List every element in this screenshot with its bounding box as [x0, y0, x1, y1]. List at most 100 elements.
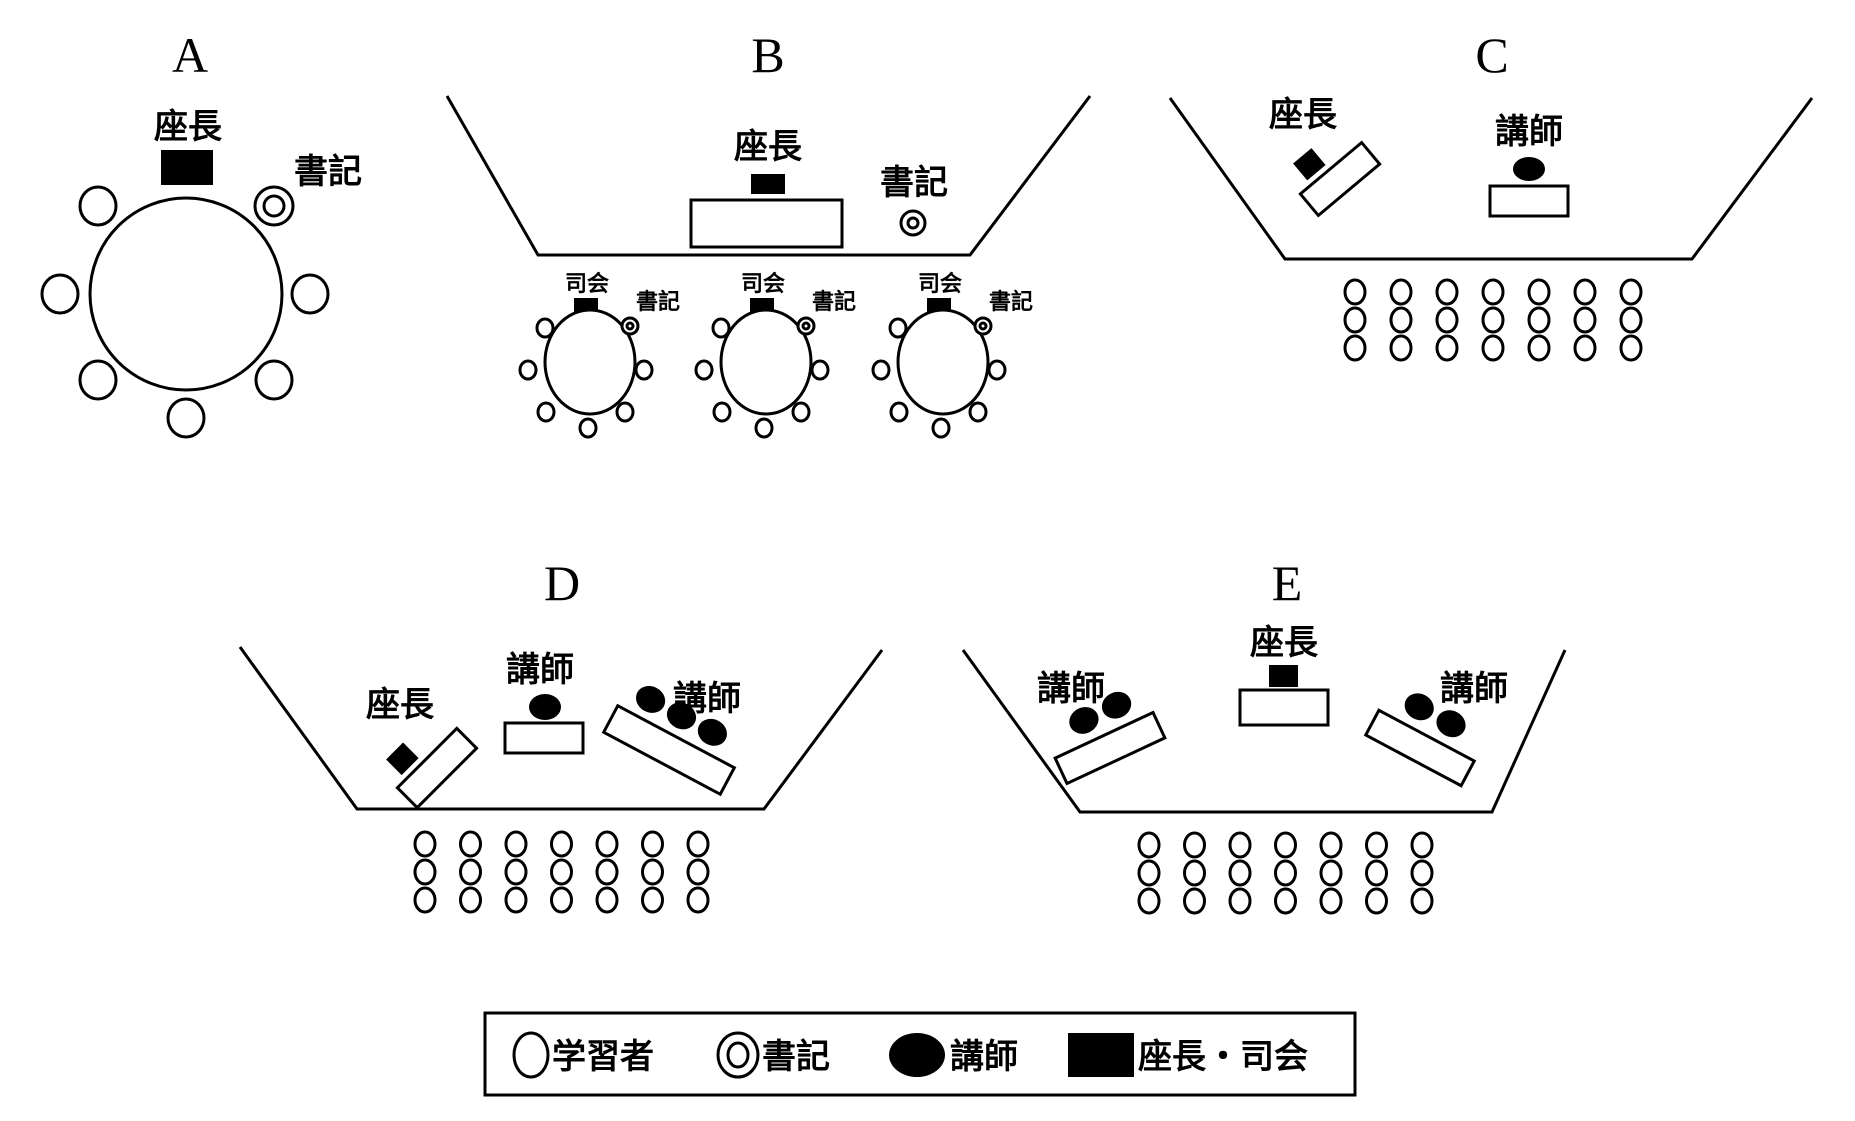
secretary-seat-inner — [262, 194, 286, 218]
right-panel-desk-group — [1363, 693, 1477, 788]
learner-seat — [968, 401, 988, 423]
learner-seat — [1435, 306, 1459, 334]
learner-seat — [1527, 334, 1551, 362]
secretary-seat-inner — [978, 321, 988, 331]
learner-seat — [504, 830, 528, 858]
stage-outline — [238, 646, 884, 811]
learner-seat — [987, 359, 1007, 381]
learner-seat — [459, 830, 482, 858]
learner-seat — [1183, 859, 1206, 887]
lecturer-center-label: 講師 — [506, 650, 574, 690]
learner-seat — [931, 417, 951, 439]
learner-seat — [615, 401, 635, 423]
secretary-label: 書記 — [880, 163, 948, 203]
learner-seat — [1573, 334, 1597, 362]
learner-seat — [888, 317, 908, 339]
legend-chair-label: 座長・司会 — [1138, 1037, 1308, 1077]
learner-seat — [1183, 887, 1206, 915]
learner-seat — [810, 359, 830, 381]
lecturer-marker — [1513, 157, 1545, 181]
learner-symbol-icon — [512, 1031, 550, 1079]
learner-seat — [166, 397, 206, 439]
learner-seat — [578, 417, 598, 439]
learner-seat — [535, 317, 555, 339]
learner-seat — [290, 273, 330, 315]
learner-seat — [641, 886, 664, 914]
round-table — [719, 308, 813, 416]
learner-seat — [686, 830, 710, 858]
learner-seat — [78, 185, 118, 227]
panel-a-label: A — [172, 27, 208, 83]
panel-c: C 座長 講師 — [1168, 27, 1814, 362]
learner-seat — [1435, 278, 1459, 306]
learner-seat — [634, 359, 654, 381]
learner-seat — [686, 886, 710, 914]
panel-d: D 座長 講師 講師 — [238, 555, 884, 914]
learner-seat — [550, 886, 573, 914]
chair-desk — [1238, 688, 1330, 727]
learner-seat — [1319, 831, 1343, 859]
learner-seat — [595, 830, 619, 858]
learner-seat — [754, 417, 774, 439]
learner-seat — [1410, 859, 1434, 887]
panel-a: A 座長 書記 — [40, 27, 362, 439]
chair-marker — [386, 742, 419, 776]
lecturer-symbol-icon — [889, 1033, 945, 1077]
secretary-symbol-inner-icon — [726, 1041, 750, 1069]
audience-seats — [413, 830, 710, 914]
learner-seat — [40, 273, 80, 315]
learner-seat — [1319, 887, 1343, 915]
audience-seats — [1137, 831, 1434, 915]
lecturer-desk — [503, 721, 585, 755]
secretary-seat-inner — [801, 321, 811, 331]
learner-seat — [1410, 887, 1434, 915]
learner-seat — [1343, 306, 1367, 334]
lecturer-marker — [1404, 693, 1434, 721]
learner-seat — [254, 359, 294, 401]
learner-seat — [1274, 859, 1297, 887]
secretary-seat-inner — [625, 321, 635, 331]
learner-seat — [536, 401, 556, 423]
learner-seat — [1435, 334, 1459, 362]
learner-seat — [1481, 334, 1505, 362]
learner-seat — [1274, 887, 1297, 915]
learner-seat — [459, 886, 482, 914]
lecturer-right-label: 講師 — [1440, 669, 1508, 709]
learner-seat — [78, 359, 118, 401]
chair-marker — [751, 174, 785, 194]
panel-e: E 座長 講師 講師 — [961, 555, 1567, 915]
learner-seat — [1274, 831, 1297, 859]
learner-seat — [871, 359, 891, 381]
learner-seat — [413, 830, 437, 858]
lecturer-left-label: 講師 — [1037, 669, 1105, 709]
chair-label: 座長 — [1250, 623, 1319, 663]
moderator-label: 司会 — [741, 271, 785, 297]
learner-seat — [1319, 859, 1343, 887]
learner-seat — [518, 359, 538, 381]
learner-seat — [1343, 278, 1367, 306]
chair-marker — [1293, 148, 1326, 181]
legend-learner-label: 学習者 — [552, 1037, 654, 1077]
chair-marker — [1269, 665, 1298, 687]
learner-seat — [1343, 334, 1367, 362]
learner-seat — [1137, 887, 1161, 915]
panel-d-label: D — [544, 555, 580, 611]
panel-b-label: B — [751, 27, 784, 83]
learner-seat — [413, 858, 437, 886]
learner-seat — [1228, 887, 1252, 915]
panel-e-label: E — [1272, 555, 1303, 611]
legend: 学習者 書記 講師 座長・司会 — [483, 1011, 1357, 1097]
learner-seat — [1619, 278, 1643, 306]
secretary-label: 書記 — [812, 289, 856, 315]
learner-seat — [1228, 859, 1252, 887]
lecturer-marker — [1101, 691, 1132, 719]
lecturer-marker — [1069, 707, 1099, 734]
learner-seat — [1389, 306, 1413, 334]
learner-seat — [413, 886, 437, 914]
chair-label: 座長 — [734, 127, 803, 167]
learner-seat — [641, 830, 664, 858]
legend-lecturer-label: 講師 — [950, 1037, 1018, 1077]
